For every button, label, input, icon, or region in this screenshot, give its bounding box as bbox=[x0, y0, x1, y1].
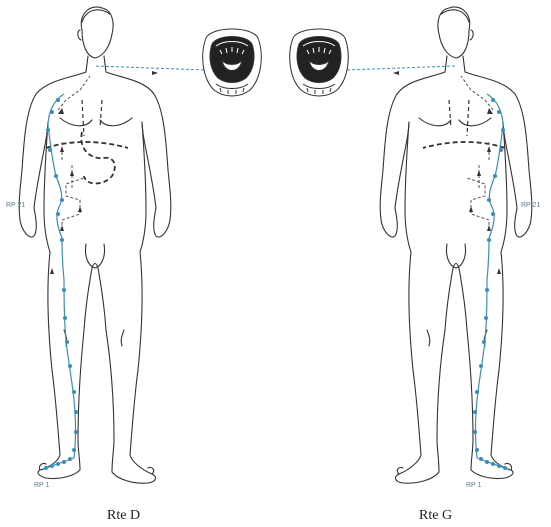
point-label-lower-right: RP 1 bbox=[466, 482, 482, 489]
pathway-arrows-r bbox=[469, 108, 501, 274]
meridian-points-right bbox=[473, 98, 507, 470]
mouth-illustration-left bbox=[202, 28, 262, 97]
throat-to-mouth-line-right bbox=[345, 65, 456, 71]
point-label-upper-left: RP 21 bbox=[6, 202, 26, 209]
diaphragm-line-r bbox=[422, 141, 506, 149]
pathway-arrows bbox=[50, 108, 82, 274]
heart-outline bbox=[81, 99, 103, 137]
figure-left-side bbox=[345, 6, 533, 484]
throat-to-mouth-line-left bbox=[95, 65, 206, 71]
spleen-meridian-line-r bbox=[474, 93, 510, 471]
stomach-outline bbox=[80, 131, 116, 185]
body-outline-right bbox=[379, 6, 533, 484]
body-outline-left bbox=[18, 6, 172, 484]
caption-left: Rte D bbox=[107, 508, 141, 523]
mouth-illustration-right bbox=[289, 28, 349, 97]
internal-pathway-r bbox=[460, 75, 494, 230]
figure-right-side bbox=[18, 6, 206, 484]
point-label-lower-left: RP 1 bbox=[34, 482, 50, 489]
diaphragm-line bbox=[45, 141, 129, 149]
throat-arrow-right bbox=[393, 71, 399, 75]
internal-pathway bbox=[57, 75, 91, 230]
throat-arrow-left bbox=[152, 71, 158, 75]
meridian-points-left bbox=[44, 98, 78, 470]
heart-outline-r bbox=[448, 99, 470, 137]
caption-right: Rte G bbox=[419, 508, 453, 523]
point-label-upper-right: RP 21 bbox=[521, 202, 541, 209]
spleen-meridian-line bbox=[41, 93, 77, 471]
